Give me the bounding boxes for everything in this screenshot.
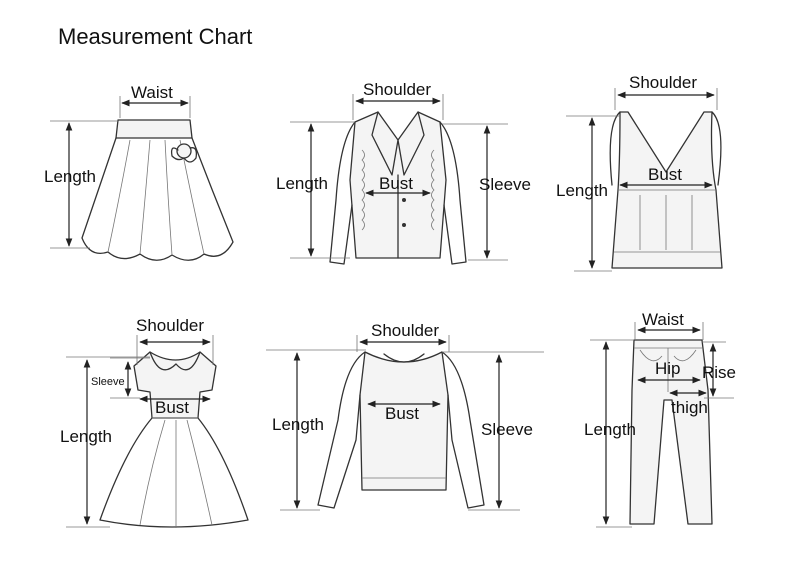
skirt-panel: Waist Length <box>44 83 234 261</box>
sweater-sleeve-label: Sleeve <box>481 420 533 439</box>
tank-shoulder-label: Shoulder <box>629 73 697 92</box>
sweater-panel: Shoulder Length Bust Sleeve <box>266 321 544 511</box>
dress-sleeve-label: Sleeve <box>91 376 125 388</box>
jacket-shoulder-label: Shoulder <box>363 80 431 99</box>
sweater-icon <box>317 351 485 509</box>
tank-top-panel: Shoulder Length Bust <box>556 73 723 272</box>
skirt-waist-label: Waist <box>131 83 173 102</box>
jacket-bust-label: Bust <box>379 174 413 193</box>
pants-waist-label: Waist <box>642 310 684 329</box>
chart-title: Measurement Chart <box>58 24 253 49</box>
jacket-icon <box>329 111 467 265</box>
jacket-panel: Shoulder Length Bust Sleeve <box>276 80 531 265</box>
pants-thigh-label: thigh <box>671 398 708 417</box>
dress-bust-label: Bust <box>155 398 189 417</box>
tank-bust-label: Bust <box>648 165 682 184</box>
jacket-sleeve-label: Sleeve <box>479 175 531 194</box>
dress-panel: Shoulder Sleeve Bust Length <box>60 316 249 528</box>
sweater-length-label: Length <box>272 415 324 434</box>
skirt-length-label: Length <box>44 167 96 186</box>
pants-icon <box>629 339 713 525</box>
pants-length-label: Length <box>584 420 636 439</box>
pants-rise-label: Rise <box>702 363 736 382</box>
skirt-icon <box>81 119 234 261</box>
jacket-length-label: Length <box>276 174 328 193</box>
pants-hip-label: Hip <box>655 359 681 378</box>
dress-shoulder-label: Shoulder <box>136 316 204 335</box>
dress-length-label: Length <box>60 427 112 446</box>
tank-length-label: Length <box>556 181 608 200</box>
pants-panel: Waist Hip Rise thigh Length <box>584 310 736 528</box>
sweater-bust-label: Bust <box>385 404 419 423</box>
tank-top-icon <box>609 111 723 269</box>
sweater-shoulder-label: Shoulder <box>371 321 439 340</box>
